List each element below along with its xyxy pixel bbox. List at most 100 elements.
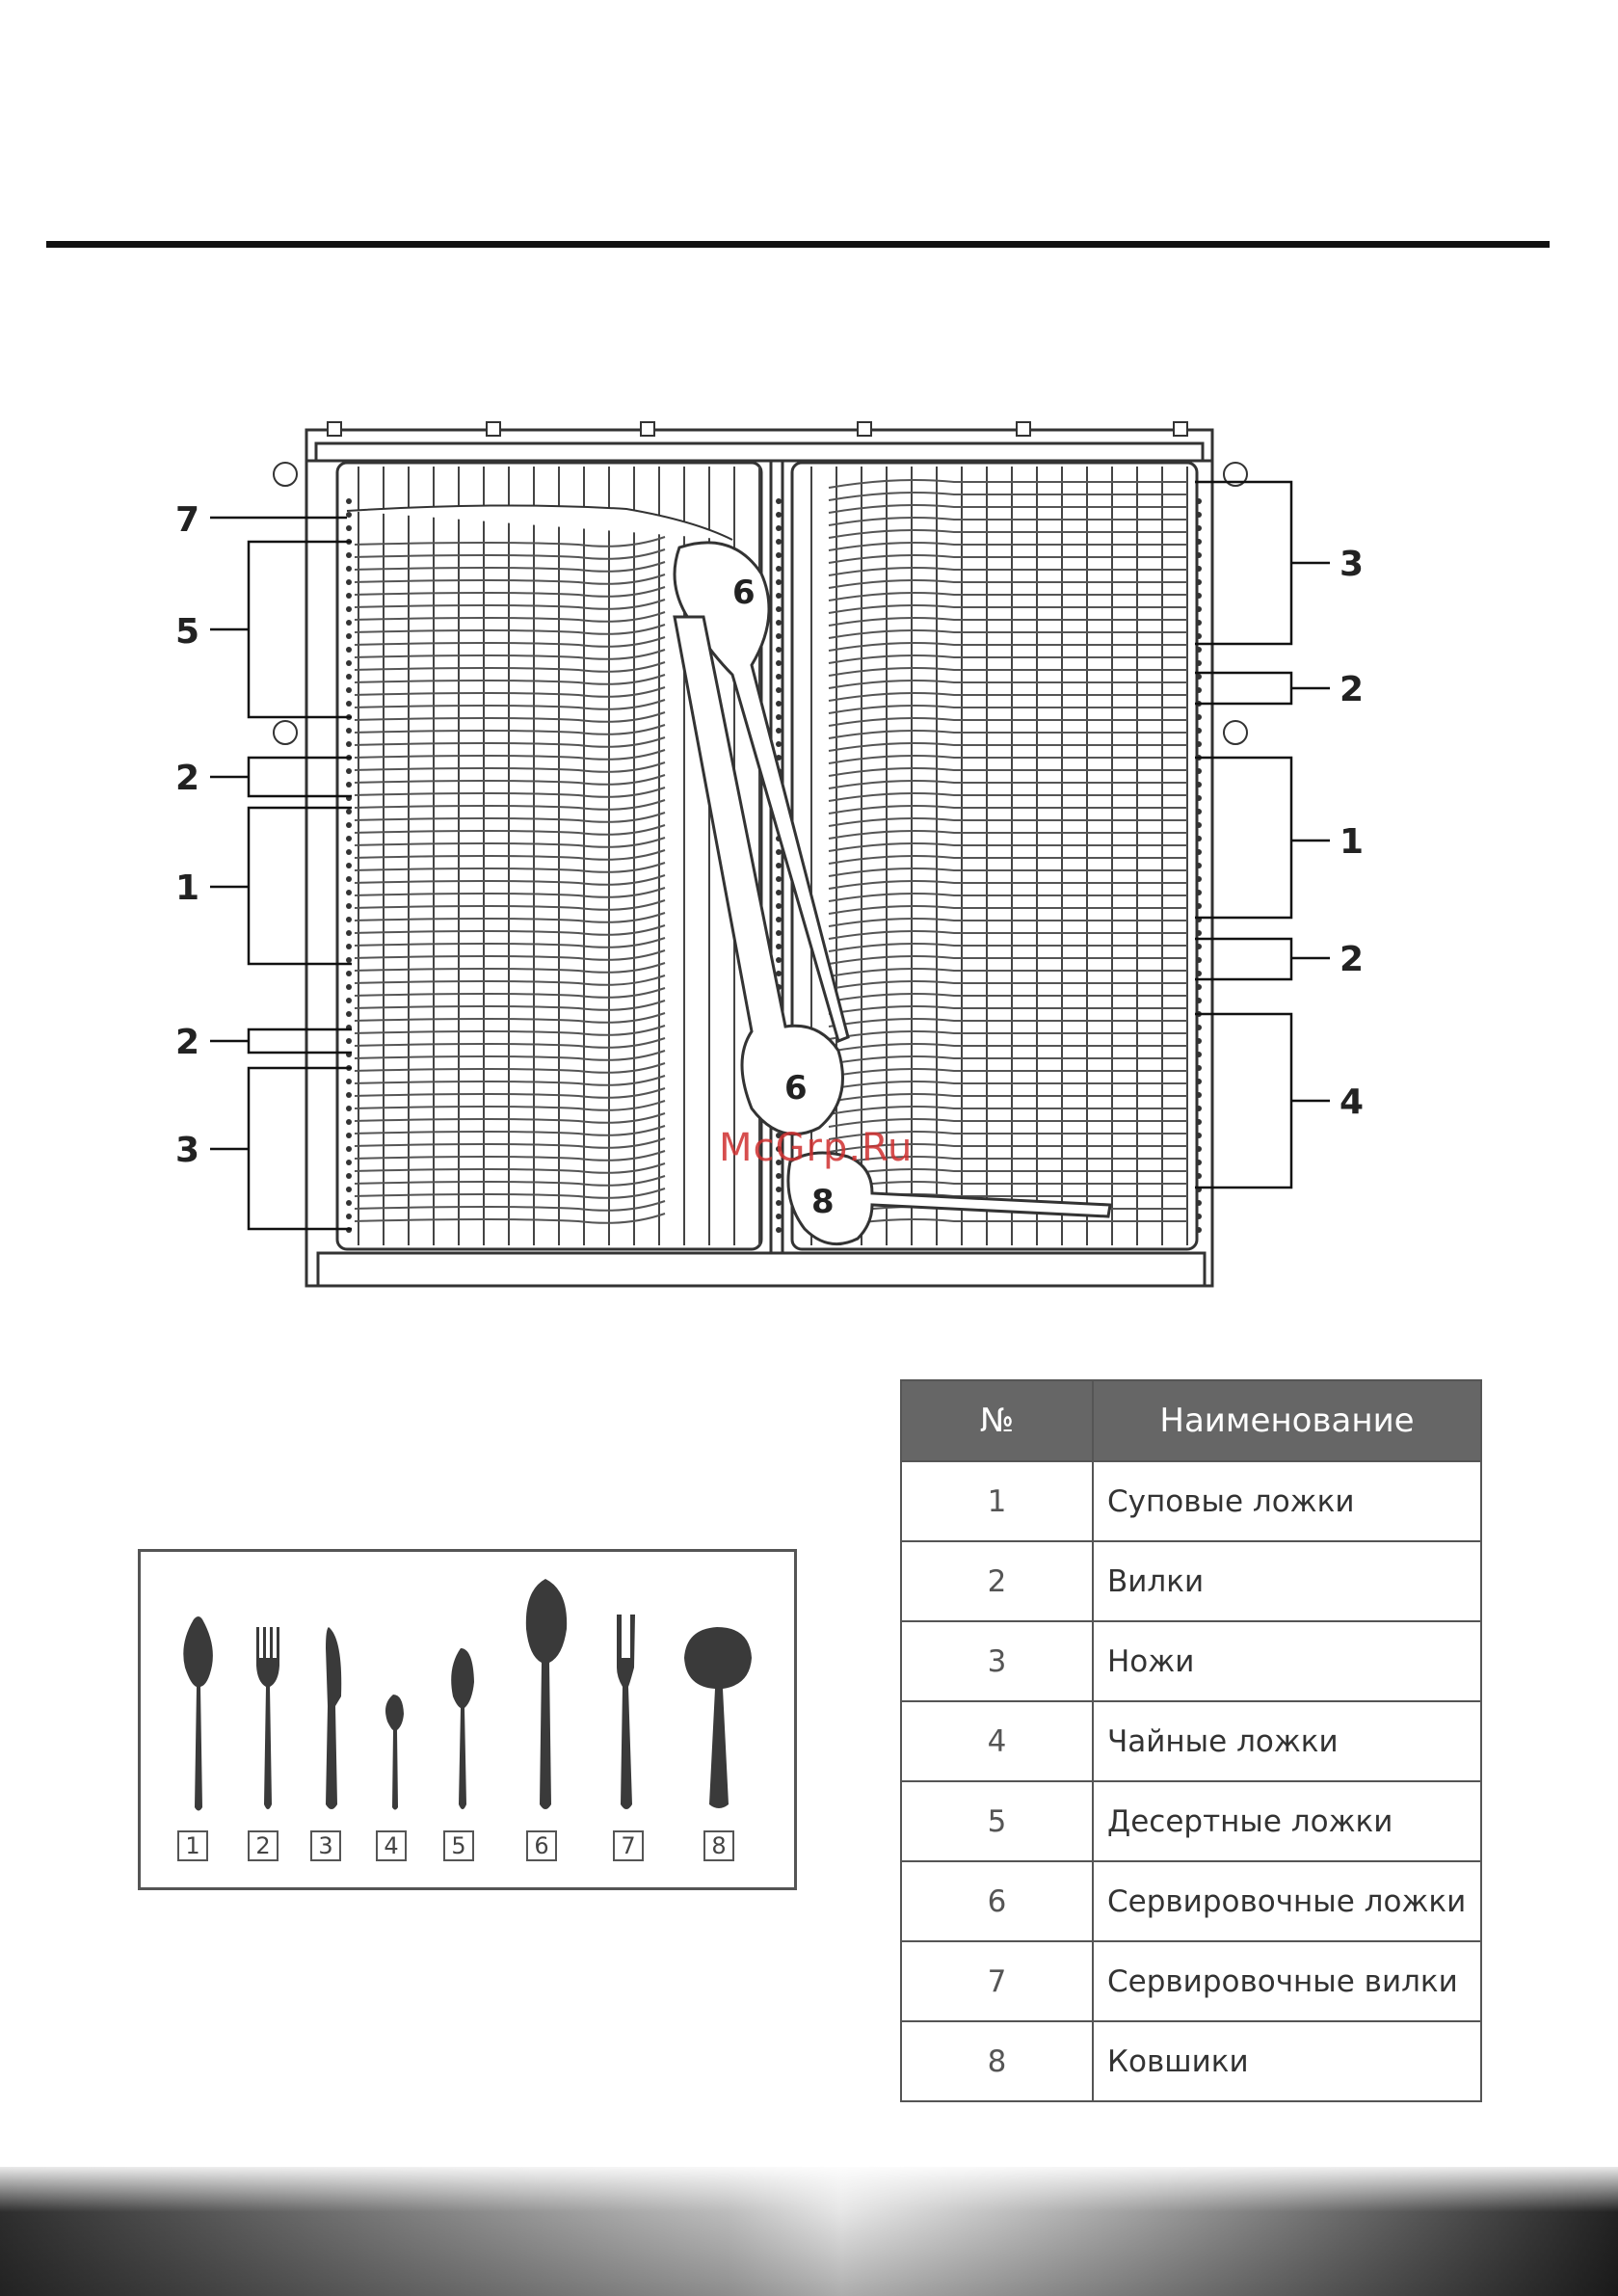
cutlery-line xyxy=(829,505,1187,513)
rail-dot xyxy=(1196,1200,1202,1206)
cutlery-line xyxy=(829,781,1187,788)
cutlery-line xyxy=(829,580,1187,588)
rail-dot xyxy=(776,525,782,531)
cutlery-line xyxy=(829,981,1187,989)
rail-dot xyxy=(776,566,782,572)
cutlery-line xyxy=(829,643,1187,651)
soup-spoon-icon xyxy=(183,1616,213,1811)
rail-dot xyxy=(1196,809,1202,814)
row-name: Суповые ложки xyxy=(1093,1461,1481,1541)
rail-dot xyxy=(1196,1119,1202,1125)
rail-dot xyxy=(346,525,352,531)
rail-dot xyxy=(1196,957,1202,963)
rail-dot xyxy=(346,1200,352,1206)
cutlery-line xyxy=(829,518,1187,525)
rail-dot xyxy=(776,647,782,653)
legend-number: 7 xyxy=(613,1830,644,1861)
table-row: 8Ковшики xyxy=(901,2021,1481,2101)
rail-dot xyxy=(1196,971,1202,976)
cutlery-line xyxy=(829,1069,1187,1077)
rail-dot xyxy=(1196,1052,1202,1057)
rail-dot xyxy=(346,579,352,585)
rail-dot xyxy=(776,1173,782,1179)
rail-dot xyxy=(346,768,352,774)
rail-dot xyxy=(1196,579,1202,585)
callout-right-3: 3 xyxy=(1339,547,1364,582)
rail-dot xyxy=(346,782,352,788)
row-num: 3 xyxy=(901,1621,1093,1701)
watermark: McGrp.Ru xyxy=(719,1126,913,1170)
rail-dot xyxy=(1196,539,1202,545)
teaspoon-icon xyxy=(385,1695,404,1810)
rail-dot xyxy=(346,701,352,707)
rail-dot xyxy=(346,1173,352,1179)
cutlery-line xyxy=(829,906,1187,914)
cutlery-line xyxy=(829,768,1187,776)
cutlery-line xyxy=(829,480,1187,488)
rail-dot xyxy=(1196,633,1202,639)
legend-number: 8 xyxy=(703,1830,734,1861)
row-name: Ковшики xyxy=(1093,2021,1481,2101)
rail-dot xyxy=(346,890,352,895)
cutlery-line xyxy=(829,1219,1187,1227)
rail-dot xyxy=(776,593,782,599)
rail-dot xyxy=(346,566,352,572)
cutlery-line xyxy=(829,1081,1187,1089)
rail-dot xyxy=(776,849,782,855)
callout-right-1: 1 xyxy=(1339,825,1364,860)
cutlery-line xyxy=(829,493,1187,500)
cutlery-line xyxy=(829,919,1187,926)
cutlery-line xyxy=(829,868,1187,876)
rail-dot xyxy=(346,1038,352,1044)
rail-dot xyxy=(346,917,352,922)
rail-dot xyxy=(776,930,782,936)
rail-dot xyxy=(1196,890,1202,895)
rail-dot xyxy=(346,1133,352,1138)
rail-dot xyxy=(1196,1160,1202,1165)
rail-dot xyxy=(346,1079,352,1084)
cutlery-line xyxy=(829,530,1187,538)
rail-dot xyxy=(776,957,782,963)
cutlery-line xyxy=(829,655,1187,663)
rail-dot xyxy=(346,687,352,693)
rail-dot xyxy=(1196,782,1202,788)
cutlery-line xyxy=(829,681,1187,688)
rail-dot xyxy=(346,728,352,734)
rail-dot xyxy=(1196,1092,1202,1098)
cutlery-line xyxy=(829,706,1187,713)
rail-dot xyxy=(1196,1173,1202,1179)
rail-dot xyxy=(1196,930,1202,936)
rail-dot xyxy=(1196,593,1202,599)
rail-dot xyxy=(346,1011,352,1017)
row-num: 4 xyxy=(901,1701,1093,1781)
knife-icon xyxy=(326,1627,341,1809)
rail-dot xyxy=(1196,714,1202,720)
rail-dot xyxy=(1196,1025,1202,1030)
cutlery-line xyxy=(829,718,1187,726)
serving-spoon-icon xyxy=(526,1579,567,1809)
cutlery-line xyxy=(829,1019,1187,1027)
legend-number: 5 xyxy=(443,1830,474,1861)
rail-dot xyxy=(346,741,352,747)
cutlery-line xyxy=(829,568,1187,575)
top-rule xyxy=(46,241,1550,248)
cutlery-line xyxy=(829,1044,1187,1052)
rail-dot xyxy=(776,552,782,558)
legend-number: 6 xyxy=(526,1830,557,1861)
rail-dot xyxy=(776,728,782,734)
rail-dot xyxy=(1196,876,1202,882)
row-name: Сервировочные вилки xyxy=(1093,1941,1481,2021)
cutlery-parts-table: № Наименование 1Суповые ложки2Вилки3Ножи… xyxy=(900,1379,1482,2102)
legend-number: 1 xyxy=(177,1830,208,1861)
rail-dot xyxy=(776,687,782,693)
rail-dot xyxy=(776,674,782,680)
rail-dot xyxy=(1196,836,1202,841)
rail-dot xyxy=(1196,741,1202,747)
rail-dot xyxy=(346,903,352,909)
rail-dot xyxy=(346,876,352,882)
cutlery-line xyxy=(829,806,1187,814)
rail-dot xyxy=(346,606,352,612)
